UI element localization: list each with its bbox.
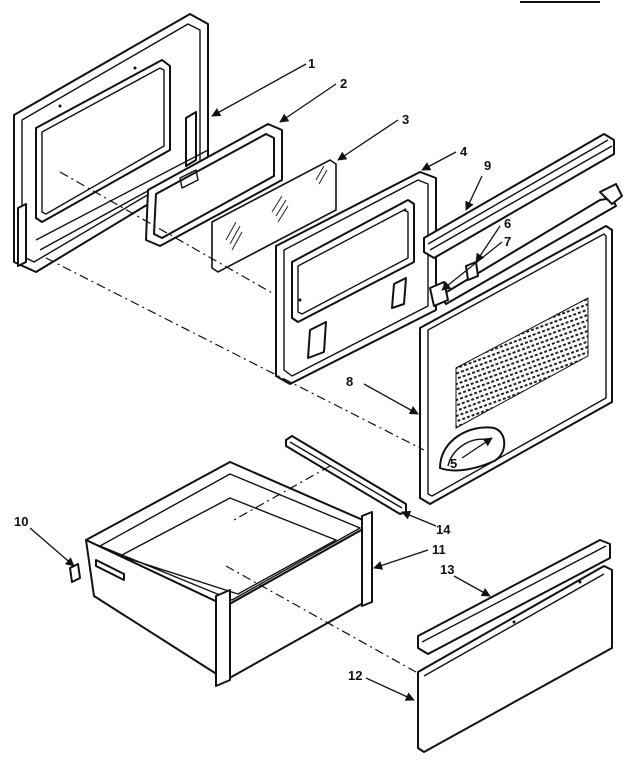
inner-door-panel [275,171,437,385]
callout-10: 10 [14,514,28,529]
clip-part [465,261,479,281]
callout-2: 2 [340,76,347,91]
callout-9: 9 [484,158,491,173]
callout-4: 4 [460,144,468,159]
top-trim-strip [423,133,615,259]
drawer-front-panel [417,565,613,753]
callout-12: 12 [348,668,362,683]
callout-13: 13 [440,562,454,577]
callout-3: 3 [402,112,409,127]
drawer-body [85,461,373,687]
callout-8: 8 [346,374,353,389]
callout-5: 5 [450,456,457,471]
callout-labels: 1 2 3 4 9 6 7 8 5 10 14 11 13 12 [14,56,511,683]
leader-lines [29,63,503,701]
window-glass [211,159,337,273]
alignment-lines [45,171,425,673]
drawer-stop [69,563,81,583]
callout-1: 1 [308,56,315,71]
callout-14: 14 [436,522,451,537]
callout-6: 6 [504,216,511,231]
callout-11: 11 [432,542,446,557]
outer-door-panel [13,13,209,273]
window-gasket [145,123,283,247]
callout-7: 7 [504,234,511,249]
drawer-front-trim [417,539,611,655]
